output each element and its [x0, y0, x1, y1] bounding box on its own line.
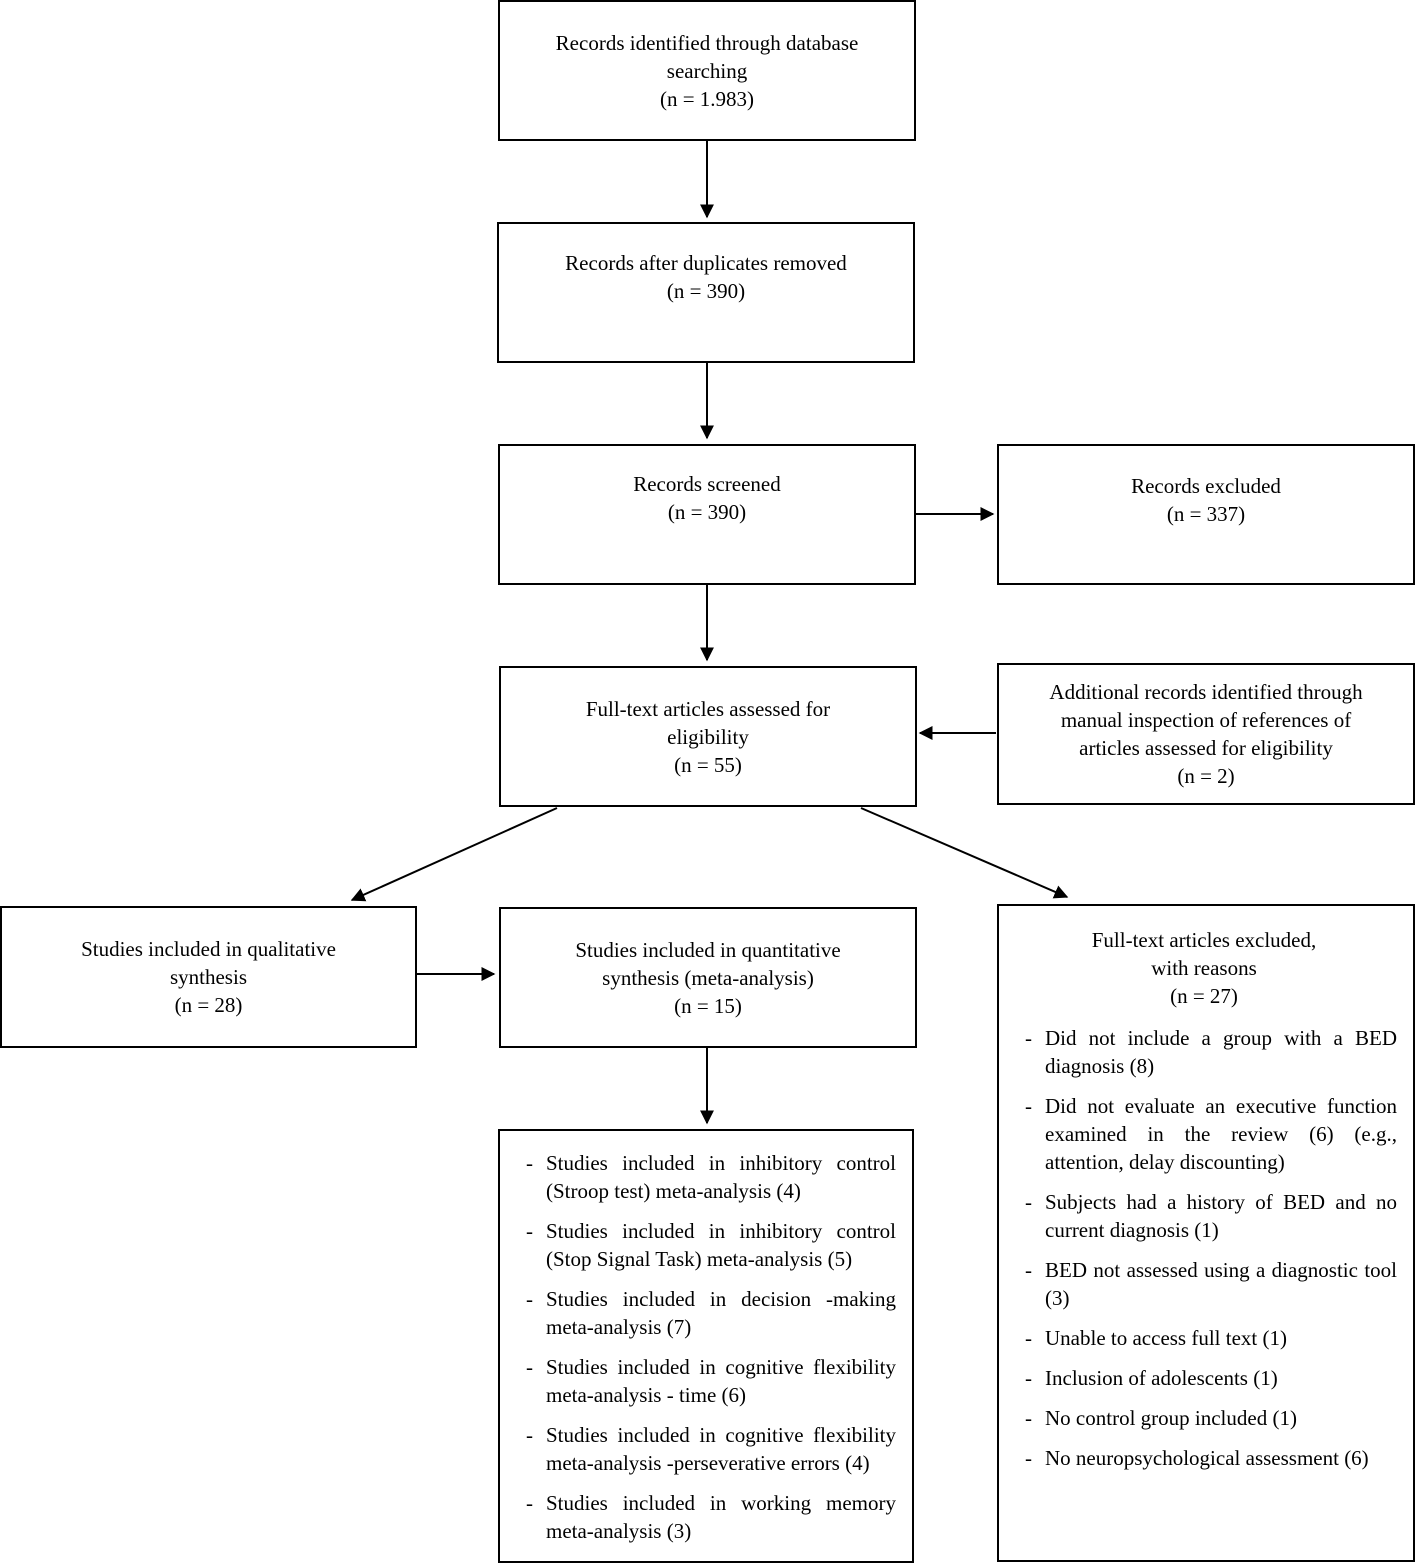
duplicates-count: (n = 390) — [666, 278, 746, 303]
fulltext-count: (n = 55) — [674, 752, 742, 777]
qualitative-line2: synthesis — [169, 965, 247, 989]
qualitative-line1: Studies included in qualitative — [81, 937, 336, 961]
identified-count: (n = 1.983) — [659, 86, 755, 111]
screened-line1: Records screened — [633, 471, 781, 496]
list-item: -Did not include a group with a BED diag… — [1025, 1026, 1397, 1078]
list-item: -Studies included in inhibitory control … — [526, 1219, 896, 1271]
box-fulltext-assessed: Full-text articles assessed for eligibil… — [499, 666, 917, 807]
list-item: -Studies included in decision -making me… — [526, 1287, 896, 1339]
exclusion-reasons-list: -Did not include a group with a BED diag… — [1011, 1024, 1397, 1472]
fulltext-line2: eligibility — [667, 724, 749, 749]
fulltext-excluded-header: Full-text articles excluded, with reason… — [1011, 926, 1397, 1010]
list-item: -Studies included in inhibitory control … — [526, 1151, 896, 1203]
fulltext-line1: Full-text articles assessed for — [585, 696, 831, 721]
quantitative-line2: synthesis (meta-analysis) — [602, 965, 814, 990]
meta-analyses-list: -Studies included in inhibitory control … — [512, 1149, 896, 1545]
additional-line1: Additional records identified through — [1049, 680, 1363, 704]
box-records-excluded: Records excluded (n = 337) — [997, 444, 1415, 585]
identified-line2: searching — [666, 58, 748, 83]
identified-line1: Records identified through database — [555, 30, 859, 55]
qualitative-count: (n = 28) — [174, 993, 243, 1017]
additional-count: (n = 2) — [1177, 764, 1235, 788]
additional-line2: manual inspection of references of — [1060, 708, 1352, 732]
additional-line3: articles assessed for eligibility — [1079, 736, 1333, 760]
excluded-count: (n = 337) — [1166, 501, 1246, 526]
fulltext-excluded-line1: Full-text articles excluded, — [1091, 928, 1317, 952]
duplicates-line1: Records after duplicates removed — [565, 250, 847, 275]
list-item: -Subjects had a history of BED and no cu… — [1025, 1190, 1397, 1242]
box-qualitative-synthesis: Studies included in qualitative synthesi… — [0, 906, 417, 1048]
list-item: -Studies included in cognitive flexibili… — [526, 1355, 896, 1407]
list-item: -Studies included in working memory meta… — [526, 1491, 896, 1543]
box-duplicates-removed: Records after duplicates removed (n = 39… — [497, 222, 915, 363]
arrow-fulltext-to-qualitative — [350, 807, 558, 902]
list-item: -No control group included (1) — [1025, 1406, 1297, 1430]
list-item: -Did not evaluate an executive function … — [1025, 1094, 1397, 1174]
screened-count: (n = 390) — [667, 499, 747, 524]
box-meta-analyses: -Studies included in inhibitory control … — [498, 1129, 914, 1563]
box-quantitative-synthesis: Studies included in quantitative synthes… — [499, 907, 917, 1048]
excluded-line1: Records excluded — [1131, 473, 1281, 498]
fulltext-excluded-line2: with reasons — [1151, 956, 1257, 980]
box-records-identified: Records identified through database sear… — [498, 0, 916, 141]
box-fulltext-excluded: Full-text articles excluded, with reason… — [997, 904, 1415, 1562]
list-item: -BED not assessed using a diagnostic too… — [1025, 1258, 1397, 1310]
list-item: -No neuropsychological assessment (6) — [1025, 1446, 1369, 1470]
list-item: -Inclusion of adolescents (1) — [1025, 1366, 1278, 1390]
fulltext-excluded-count: (n = 27) — [1170, 984, 1238, 1008]
box-additional-records: Additional records identified through ma… — [997, 663, 1415, 805]
quantitative-count: (n = 15) — [674, 993, 742, 1018]
arrow-fulltext-to-excluded — [860, 807, 1069, 899]
list-item: -Unable to access full text (1) — [1025, 1326, 1287, 1350]
box-records-screened: Records screened (n = 390) — [498, 444, 916, 585]
list-item: -Studies included in cognitive flexibili… — [526, 1423, 896, 1475]
quantitative-line1: Studies included in quantitative — [575, 937, 841, 962]
